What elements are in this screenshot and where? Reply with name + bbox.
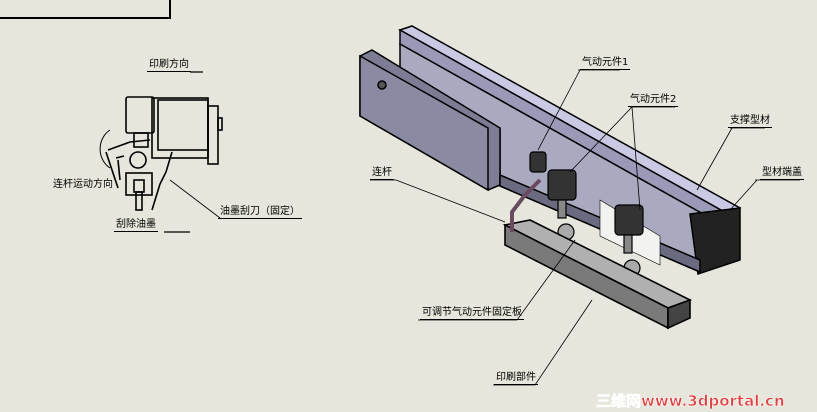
profile-end-cap	[689, 207, 741, 275]
label-pneumatic-2: 气动元件2	[628, 94, 679, 107]
leader-lines	[370, 69, 800, 386]
direction-arrows	[164, 71, 203, 233]
label-link-motion-direction: 连杆运动方向	[53, 179, 113, 190]
print-part	[502, 178, 693, 330]
label-pneumatic-1: 气动元件1	[580, 57, 631, 70]
label-print-direction: 印刷方向	[147, 59, 191, 72]
side-view-mechanism	[99, 96, 223, 211]
label-scrape-ink: 刮除油墨	[114, 219, 158, 232]
label-profile-end-cap: 型材端盖	[760, 167, 804, 180]
link-rod	[510, 178, 542, 232]
label-adjustable-plate: 可调节气动元件固定板	[420, 307, 524, 320]
label-support-profile: 支撑型材	[728, 115, 772, 128]
watermark: 三维网www.3dportal.cn	[596, 392, 785, 411]
label-print-part: 印刷部件	[494, 372, 538, 385]
label-link-rod: 连杆	[370, 167, 394, 180]
label-ink-scraper: 油墨刮刀（固定）	[218, 206, 302, 219]
pneumatic-elements	[529, 151, 644, 277]
title-box	[0, 0, 171, 19]
leader-scraper	[169, 179, 221, 219]
support-profile-beam	[359, 25, 742, 275]
